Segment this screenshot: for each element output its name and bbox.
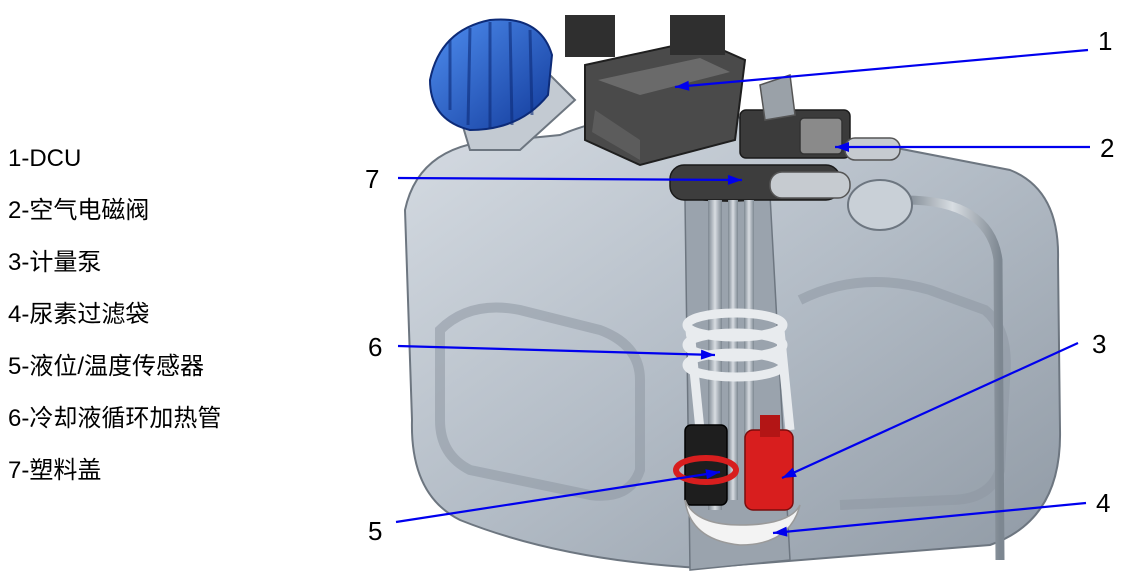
component-legend: 1-DCU 2-空气电磁阀 3-计量泵 4-尿素过滤袋 5-液位/温度传感器 6…	[8, 138, 221, 502]
arrowhead-5	[705, 469, 720, 480]
legend-item-urea-filter-bag: 4-尿素过滤袋	[8, 301, 150, 328]
arrowhead-3	[782, 467, 797, 478]
leader-line-4	[772, 501, 1087, 535]
callout-number-7: 7	[365, 164, 379, 194]
arrowhead-2	[835, 142, 849, 152]
arrowhead-1	[675, 80, 690, 91]
callout-number-5: 5	[368, 516, 382, 546]
plastic-cover	[669, 164, 851, 202]
air-solenoid-valve	[739, 73, 901, 161]
callout-number-1: 1	[1098, 26, 1112, 56]
arrowhead-7	[727, 174, 742, 185]
urea-filter-bag	[684, 499, 801, 546]
leader-line-7	[397, 176, 743, 182]
arrowhead-4	[773, 526, 788, 537]
coolant-heating-coil	[682, 308, 795, 431]
dcu-module	[565, 15, 747, 167]
arrowhead-6	[700, 349, 715, 360]
callout-number-3: 3	[1092, 329, 1106, 359]
legend-item-coolant-heating-pipe: 6-冷却液循环加热管	[8, 405, 222, 432]
callout-number-4: 4	[1096, 488, 1110, 518]
callout-number-2: 2	[1100, 133, 1114, 163]
leader-line-6	[397, 344, 716, 357]
leader-line-5	[395, 470, 721, 524]
callout-number-6: 6	[368, 332, 382, 362]
leader-lines	[395, 48, 1090, 535]
legend-item-dcu: 1-DCU	[8, 145, 82, 172]
legend-item-air-solenoid-valve: 2-空气电磁阀	[8, 197, 150, 224]
level-temperature-sensor	[673, 424, 739, 506]
legend-item-level-temperature-sensor: 5-液位/温度传感器	[8, 353, 205, 380]
legend-item-plastic-cover: 7-塑料盖	[8, 457, 102, 484]
leader-arrowheads	[675, 80, 849, 537]
leader-line-1	[674, 48, 1089, 89]
legend-item-metering-pump: 3-计量泵	[8, 249, 102, 276]
filler-cap	[428, 18, 577, 151]
leader-line-3	[781, 341, 1079, 480]
